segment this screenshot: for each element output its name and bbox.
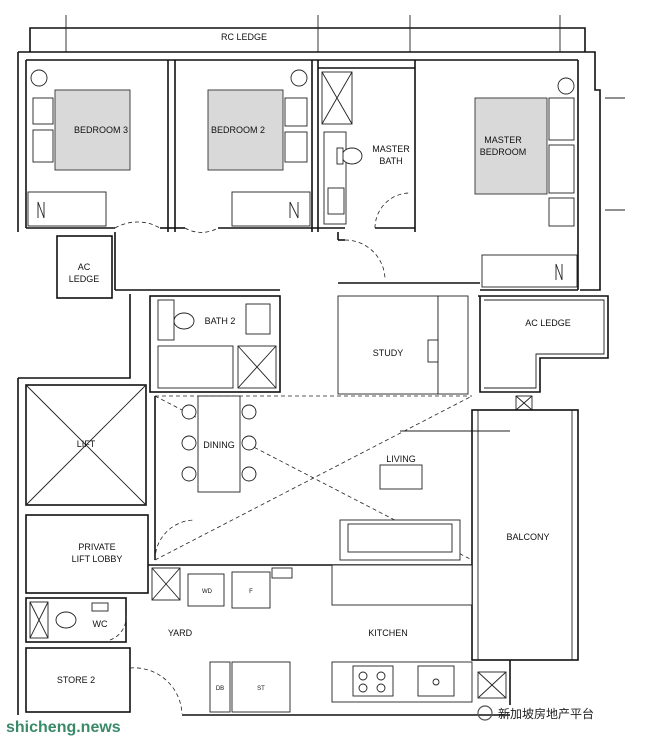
dining-table <box>197 395 241 493</box>
outer-walls <box>17 51 625 291</box>
bedroom-3: BEDROOM 3 <box>26 60 176 232</box>
balcony-label: BALCONY <box>506 532 549 542</box>
lift-label: LIFT <box>77 439 96 449</box>
bathtub <box>157 345 234 389</box>
sink-icon <box>417 665 455 697</box>
rc-ledge: RC LEDGE <box>29 15 586 52</box>
bedroom-3-label: BEDROOM 3 <box>74 125 128 135</box>
bed-icon <box>207 89 284 171</box>
wardrobe <box>27 191 107 227</box>
kitchen-label: KITCHEN <box>368 628 408 638</box>
balcony: BALCONY <box>471 409 579 705</box>
sink-icon <box>245 303 271 335</box>
private-lobby-label-2: LIFT LOBBY <box>72 554 123 564</box>
ac-ledge-right-label: AC LEDGE <box>525 318 571 328</box>
washer-dryer <box>187 573 225 607</box>
dining-label: DINING <box>203 440 235 450</box>
wardrobe <box>231 191 311 227</box>
store-2: STORE 2 <box>25 647 183 715</box>
site-watermark: shicheng.news <box>6 719 121 736</box>
st-label: ST <box>257 686 265 692</box>
bedroom-2: BEDROOM 2 <box>175 60 319 233</box>
bed-icon <box>474 97 548 195</box>
bath-2-label: BATH 2 <box>205 316 236 326</box>
rc-ledge-label: RC LEDGE <box>221 32 267 42</box>
coffee-table <box>379 464 423 490</box>
ac-ledge-left: AC LEDGE <box>56 235 113 299</box>
master-bedroom-label-1: MASTER <box>484 135 522 145</box>
master-bath: MASTER BATH <box>318 60 416 232</box>
fridge <box>231 571 271 609</box>
toilet-icon <box>173 312 195 330</box>
store-2-label: STORE 2 <box>57 675 95 685</box>
bottom-counters: DB ST <box>182 661 510 716</box>
master-bedroom: MASTER BEDROOM <box>474 77 578 291</box>
study-label: STUDY <box>373 348 404 358</box>
living-label: LIVING <box>386 454 416 464</box>
private-lift-lobby: PRIVATE LIFT LOBBY <box>17 378 149 715</box>
private-lobby-label-1: PRIVATE <box>78 542 115 552</box>
kitchen-counter-top <box>331 564 473 606</box>
bedroom-2-label: BEDROOM 2 <box>211 125 265 135</box>
ac-ledge-right: AC LEDGE <box>478 295 609 411</box>
kitchen-yard: WD F YARD KITCHEN <box>148 564 473 638</box>
wechat-icon <box>477 705 493 721</box>
master-bath-label-2: BATH <box>379 156 402 166</box>
st-cabinet <box>231 661 291 713</box>
bed-icon <box>54 89 131 171</box>
wc: WC <box>25 597 127 643</box>
toilet-icon <box>341 147 363 165</box>
master-bedroom-label-2: BEDROOM <box>480 147 527 157</box>
wc-label: WC <box>93 619 108 629</box>
wardrobe <box>481 254 578 288</box>
db-label: DB <box>216 686 224 692</box>
corridor <box>114 232 480 291</box>
yard-label: YARD <box>168 628 193 638</box>
watermarks: shicheng.news 新加坡房地产平台 <box>6 705 594 736</box>
fridge-label: F <box>249 589 253 595</box>
washer-dryer-label: WD <box>202 589 213 595</box>
ac-ledge-left-label-2: LEDGE <box>69 274 100 284</box>
hob-icon <box>352 665 394 697</box>
master-bath-label-1: MASTER <box>372 144 410 154</box>
ac-ledge-left-label-1: AC <box>78 262 91 272</box>
study: STUDY <box>337 295 469 395</box>
lift: LIFT <box>18 294 147 506</box>
living-dining: DINING LIVING <box>154 395 510 561</box>
db-cabinet <box>209 661 231 713</box>
bath-2: BATH 2 <box>149 295 281 393</box>
toilet-icon <box>55 611 77 629</box>
study-desk <box>437 295 469 395</box>
wechat-watermark: 新加坡房地产平台 <box>498 706 594 721</box>
